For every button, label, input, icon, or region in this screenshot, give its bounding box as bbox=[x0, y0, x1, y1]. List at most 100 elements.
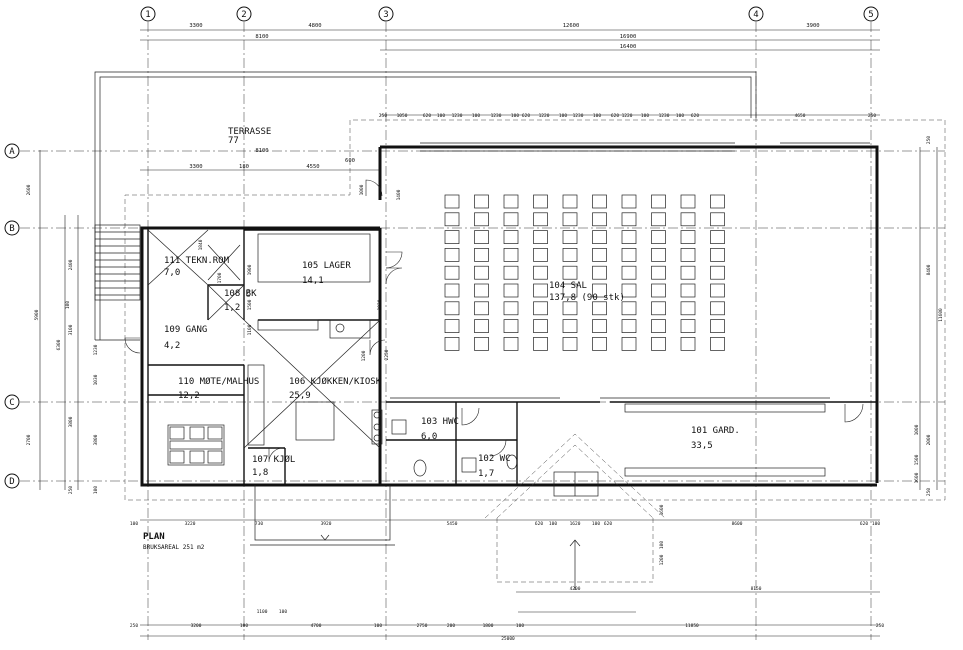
room-name-mote: 110 MØTE/MALHUS bbox=[178, 376, 259, 387]
dim-top-5: 8100 bbox=[255, 34, 268, 40]
dim-top-2: 4800 bbox=[308, 23, 321, 29]
seat bbox=[503, 301, 519, 316]
dim-bottom2-0: 4200 bbox=[570, 586, 581, 592]
dim-top-6: 16900 bbox=[620, 34, 637, 40]
seat bbox=[533, 194, 548, 209]
dim-window-3: 100 bbox=[437, 113, 445, 119]
room-area-sal: 137,8 (90 stk) bbox=[549, 293, 625, 303]
room-name-teknrom: 111 TEKN.ROM bbox=[164, 256, 230, 266]
dim-right-3: 1000 bbox=[914, 424, 920, 435]
seat bbox=[710, 212, 725, 227]
seat bbox=[592, 337, 607, 351]
dim-right-4: 2000 bbox=[926, 434, 932, 445]
dim-bottom4-2: 100 bbox=[240, 623, 248, 629]
dim-right-6: 1600 bbox=[914, 472, 920, 483]
room-area-bk: 1,2 bbox=[224, 303, 240, 313]
room-area-kjokken: 25,9 bbox=[289, 391, 311, 401]
dim-entrance-1: 1200 bbox=[659, 554, 665, 565]
dim-bottom3-1: 100 bbox=[279, 609, 287, 615]
grid-label-5: 5 bbox=[868, 10, 873, 20]
seat bbox=[621, 194, 637, 209]
room-name-terrasse: TERRASSE bbox=[228, 127, 271, 137]
dim-window-12: 100 bbox=[593, 113, 601, 119]
seat bbox=[444, 230, 460, 244]
seat bbox=[592, 248, 607, 262]
grid-bubble-A bbox=[4, 143, 20, 159]
seat bbox=[562, 337, 578, 351]
dim-top-4: 3900 bbox=[806, 23, 819, 29]
dim-left-7: 3800 bbox=[68, 416, 74, 427]
seat bbox=[474, 319, 489, 333]
dim-right-7: 250 bbox=[926, 488, 932, 496]
plan-area-label: BRUKSAREAL 251 m2 bbox=[143, 544, 205, 551]
dim-bottom4-8: 100 bbox=[516, 623, 524, 629]
seat bbox=[680, 230, 696, 244]
dim-bottom1-8: 100 bbox=[592, 521, 600, 527]
seat bbox=[651, 283, 666, 298]
dim-window-9: 1220 bbox=[539, 113, 550, 119]
dim-window-6: 1230 bbox=[491, 113, 502, 119]
dim-small-5: 1400 bbox=[396, 189, 402, 200]
room-area-terrasse: 77 bbox=[228, 136, 239, 146]
dim-window-17: 100 bbox=[676, 113, 684, 119]
seat bbox=[621, 337, 637, 351]
dim-left-2: 5900 bbox=[34, 309, 40, 320]
dim-left-11: 100 bbox=[93, 486, 99, 494]
grid-label-A: A bbox=[9, 147, 15, 157]
grid-bubble-3 bbox=[378, 6, 394, 22]
grid-label-2: 2 bbox=[241, 10, 246, 20]
dim-window-5: 100 bbox=[472, 113, 480, 119]
room-name-gang: 109 GANG bbox=[164, 325, 207, 335]
seat bbox=[444, 337, 460, 351]
dim-inner-3: 180 bbox=[239, 164, 249, 170]
room-area-teknrom: 7,0 bbox=[164, 268, 180, 278]
dim-bottom4-4: 100 bbox=[374, 623, 382, 629]
seat bbox=[621, 248, 637, 262]
windows-top bbox=[420, 142, 870, 152]
seat bbox=[444, 265, 460, 280]
grid-bubble-D bbox=[4, 473, 20, 489]
seat bbox=[503, 248, 519, 262]
lower-aux-lines bbox=[250, 485, 636, 613]
dim-small-10: 2250 bbox=[384, 349, 390, 360]
seat bbox=[592, 194, 607, 209]
seat bbox=[533, 283, 548, 298]
kitchen-items bbox=[243, 319, 383, 449]
dim-entrance-0: 1600 bbox=[659, 504, 665, 515]
dim-bottom-total-0: 25000 bbox=[501, 636, 515, 642]
seat bbox=[562, 230, 578, 244]
dim-left-10: 250 bbox=[68, 486, 74, 494]
dim-bottom1-4: 5450 bbox=[447, 521, 458, 527]
dim-small-0: 1900 bbox=[247, 264, 253, 275]
dim-small-6: 1700 bbox=[217, 272, 223, 283]
dim-bottom4-7: 1800 bbox=[483, 623, 494, 629]
seat bbox=[533, 301, 548, 316]
seat bbox=[680, 283, 696, 298]
dim-left-8: 2700 bbox=[26, 434, 32, 445]
seat bbox=[710, 248, 725, 262]
dim-small-8: 1020 bbox=[377, 299, 383, 310]
seat bbox=[710, 194, 725, 209]
room-name-gard: 101 GARD. bbox=[691, 426, 740, 436]
dim-window-1: 1050 bbox=[397, 113, 408, 119]
dim-bottom1-12: 100 bbox=[872, 521, 880, 527]
dim-left-6: 1030 bbox=[93, 374, 99, 385]
stairs bbox=[94, 224, 141, 301]
grid-bubble-2 bbox=[236, 6, 252, 22]
seat bbox=[444, 194, 460, 209]
wc-fixtures bbox=[391, 419, 518, 477]
doors bbox=[124, 179, 864, 463]
seat bbox=[621, 301, 637, 316]
dim-bottom1-3: 3920 bbox=[321, 521, 332, 527]
seat bbox=[503, 265, 519, 280]
seat bbox=[680, 212, 696, 227]
dim-bottom1-0: 100 bbox=[130, 521, 138, 527]
room-area-mote: 12,2 bbox=[178, 391, 200, 401]
seat bbox=[680, 265, 696, 280]
dim-window-10: 100 bbox=[559, 113, 567, 119]
dim-top-3: 12600 bbox=[563, 23, 580, 29]
dim-right-1: 8400 bbox=[926, 264, 932, 275]
dim-bottom4-9: 11850 bbox=[685, 623, 699, 629]
